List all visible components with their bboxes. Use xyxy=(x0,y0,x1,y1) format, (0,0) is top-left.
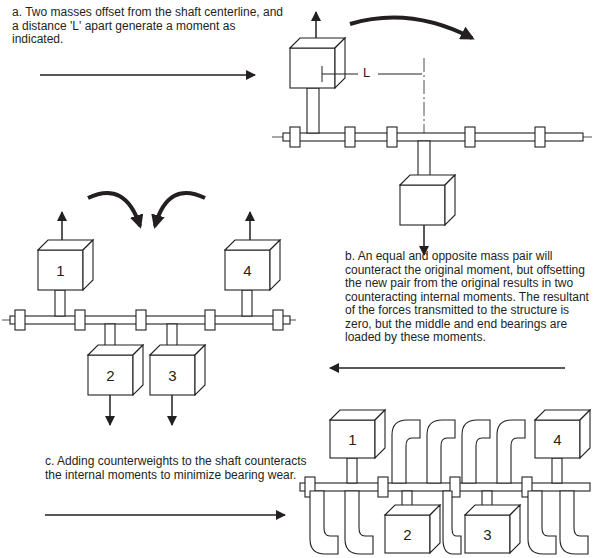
force-arrow xyxy=(315,12,317,38)
mass-block xyxy=(375,410,385,458)
dimension-line xyxy=(322,74,358,75)
bearing xyxy=(387,127,397,147)
mass-block xyxy=(580,410,590,458)
shaft xyxy=(10,316,290,324)
counterweight xyxy=(528,491,556,554)
crank-throw xyxy=(347,458,357,483)
crank-throw xyxy=(55,290,65,316)
callout-number: 4 xyxy=(225,250,270,290)
mass-block xyxy=(385,515,430,553)
mass-block xyxy=(510,505,520,553)
counterweight xyxy=(345,491,373,554)
mass-block xyxy=(133,345,143,395)
bearing xyxy=(75,310,85,330)
pointer-arrow xyxy=(40,74,255,76)
mass-block xyxy=(535,420,580,458)
crank-throw xyxy=(105,324,115,347)
callout-number: 2 xyxy=(385,515,430,553)
callout-number: 1 xyxy=(38,250,83,290)
mass-block xyxy=(225,250,270,290)
callout-number: 1 xyxy=(330,420,375,458)
caption-note: b. An equal and opposite mass pair will … xyxy=(345,250,593,345)
dimension-line xyxy=(378,74,422,75)
moment-arrow xyxy=(88,193,140,226)
mass-block xyxy=(83,240,93,290)
bearing xyxy=(273,310,283,330)
force-arrow xyxy=(249,212,251,240)
mass-block xyxy=(465,515,510,553)
bearing xyxy=(290,127,300,147)
crank-throw xyxy=(552,458,562,483)
force-arrow xyxy=(61,212,63,240)
bearing xyxy=(535,127,545,147)
dimension-label: L xyxy=(363,65,370,80)
crank-throw xyxy=(402,491,412,506)
mass-block xyxy=(400,185,445,225)
counterweight xyxy=(427,420,455,483)
counterweight xyxy=(497,420,525,483)
mass-block xyxy=(195,345,205,395)
bearing xyxy=(205,310,215,330)
mass-block xyxy=(335,38,345,88)
counterweight xyxy=(462,420,490,483)
counterweight xyxy=(443,491,461,554)
mass-block xyxy=(330,420,375,458)
caption-note: a. Two masses offset from the shaft cent… xyxy=(12,6,284,47)
crank-throw xyxy=(242,290,252,316)
crank-throw xyxy=(167,324,177,347)
callout-number: 2 xyxy=(88,355,133,395)
callout-number: 4 xyxy=(535,420,580,458)
moment-arrow xyxy=(350,18,472,38)
counterweight xyxy=(310,491,338,554)
callout-number: 3 xyxy=(150,355,195,395)
bearing xyxy=(378,477,388,497)
crank-throw xyxy=(307,88,319,133)
callout-number: 3 xyxy=(465,515,510,553)
pointer-arrow xyxy=(45,514,285,516)
mass-block xyxy=(38,250,83,290)
caption-note: c. Adding counterweights to the shaft co… xyxy=(45,455,307,482)
mass-block xyxy=(270,240,280,290)
bearing xyxy=(136,310,146,330)
mass-block xyxy=(290,48,335,88)
counterweight xyxy=(392,420,420,483)
moment-arrow xyxy=(155,193,205,226)
bearing xyxy=(345,127,355,147)
shaft xyxy=(300,483,590,491)
force-arrow xyxy=(171,395,173,425)
counterweight xyxy=(560,491,588,554)
bearing xyxy=(465,127,475,147)
mass-block xyxy=(150,355,195,395)
mass-block xyxy=(88,355,133,395)
mass-block xyxy=(430,505,440,553)
force-arrow xyxy=(109,395,111,425)
mass-block xyxy=(445,175,455,225)
pointer-arrow xyxy=(330,367,565,369)
bearing xyxy=(15,310,25,330)
crank-throw xyxy=(482,491,492,506)
